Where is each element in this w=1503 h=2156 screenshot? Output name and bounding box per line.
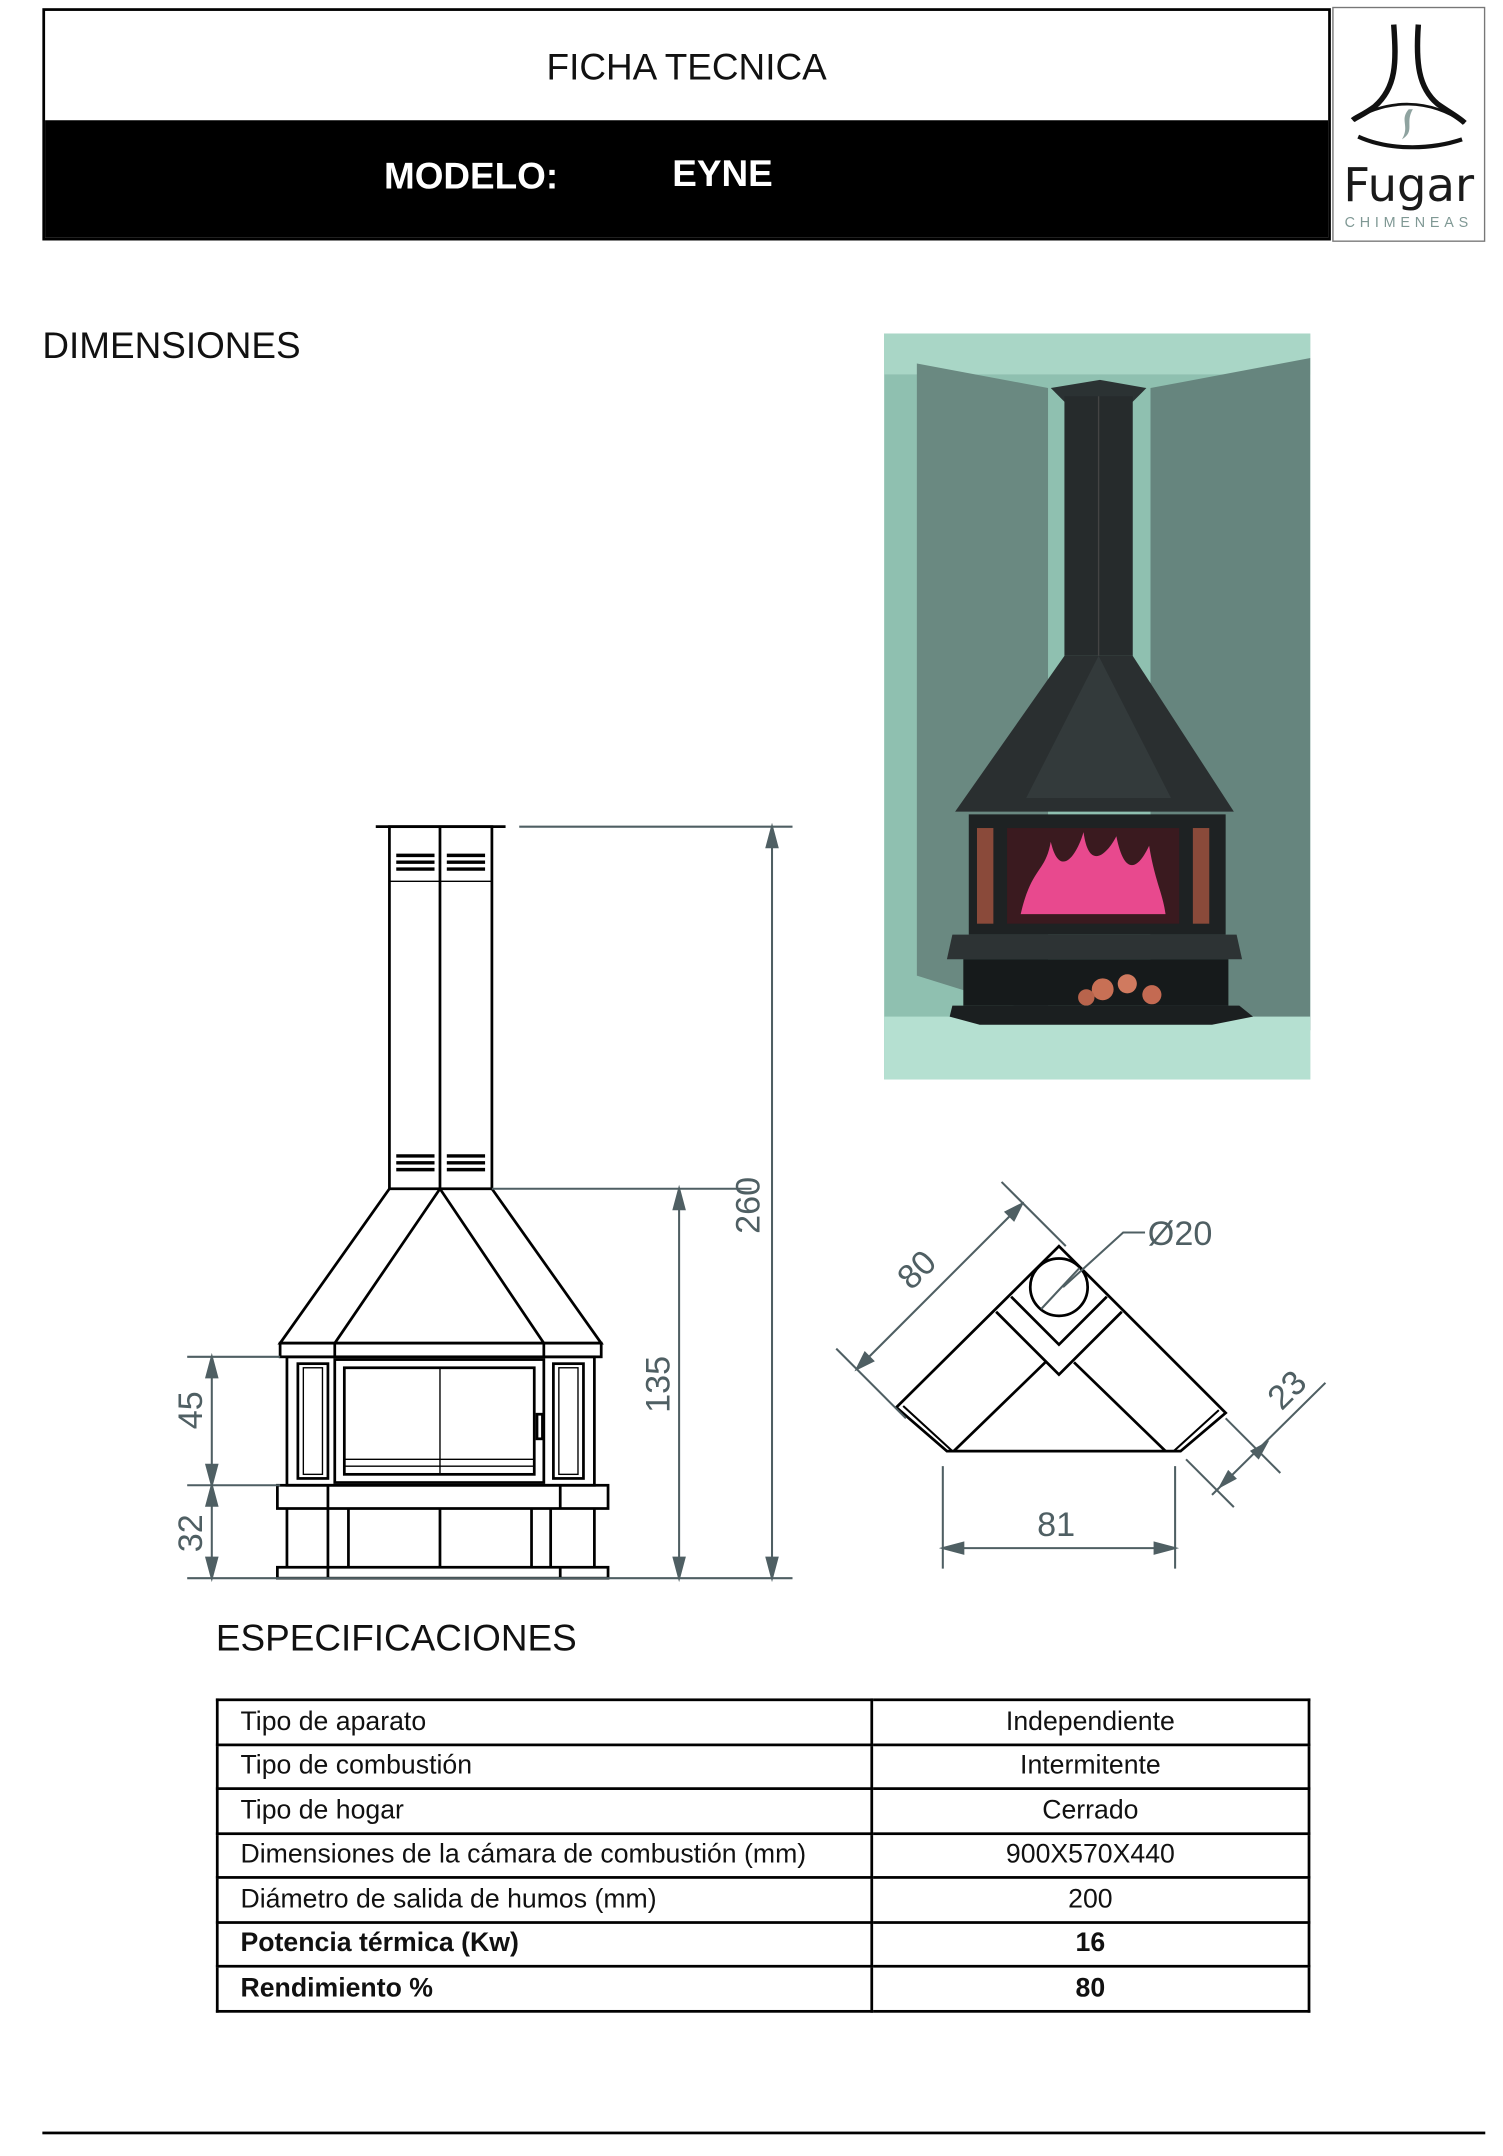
spec-value: 16 — [870, 1920, 1311, 1968]
brand-tagline: CHIMENEAS — [1344, 214, 1473, 231]
top-view-drawing — [894, 1244, 1228, 1453]
dim-door-height: 45 — [172, 1391, 210, 1429]
table-row: Potencia térmica (Kw)16 — [215, 1920, 1311, 1968]
spec-value: 80 — [870, 1964, 1311, 2013]
fugar-logo: Fugar CHIMENEAS — [1332, 6, 1486, 242]
spec-label: Diámetro de salida de humos (mm) — [215, 1876, 874, 1924]
spec-label: Potencia térmica (Kw) — [215, 1920, 874, 1968]
dim-base-height: 32 — [172, 1514, 210, 1552]
brand-name: Fugar — [1343, 158, 1475, 214]
spec-value: Cerrado — [870, 1787, 1311, 1835]
spec-label: Dimensiones de la cámara de combustión (… — [215, 1831, 874, 1879]
dim-width: 81 — [1037, 1506, 1075, 1544]
spec-label: Rendimiento % — [215, 1964, 874, 2013]
spec-label: Tipo de hogar — [215, 1787, 874, 1835]
dim-hood-height: 135 — [640, 1356, 678, 1413]
product-photo — [884, 333, 1311, 1080]
table-row: Rendimiento %80 — [215, 1964, 1311, 2013]
spec-label: Tipo de combustión — [215, 1742, 874, 1790]
dim-flue-diameter: Ø20 — [1148, 1215, 1213, 1253]
model-bar: MODELO: EYNE — [45, 120, 1329, 238]
model-value: EYNE — [672, 153, 773, 195]
spec-value: 200 — [870, 1876, 1311, 1924]
spec-value: Intermitente — [870, 1742, 1311, 1790]
spec-label: Tipo de aparato — [215, 1698, 874, 1746]
document-title: FICHA TECNICA — [546, 45, 827, 87]
front-dimension-lines — [187, 822, 793, 1583]
spec-value: Independiente — [870, 1698, 1311, 1746]
footer-divider — [42, 2131, 1486, 2135]
spec-value: 900X570X440 — [870, 1831, 1311, 1879]
header-box: FICHA TECNICA MODELO: EYNE — [42, 8, 1331, 241]
specs-heading: ESPECIFICACIONES — [215, 1617, 577, 1659]
dim-side: 23 — [1260, 1363, 1314, 1417]
dim-total-height: 260 — [730, 1177, 768, 1234]
top-dimension-lines — [835, 1181, 1327, 1569]
dimensions-heading: DIMENSIONES — [42, 325, 301, 367]
chimney-logo-icon — [1350, 24, 1467, 150]
front-elevation-drawing — [276, 825, 610, 1580]
table-row: Dimensiones de la cámara de combustión (… — [215, 1831, 1311, 1879]
table-row: Diámetro de salida de humos (mm)200 — [215, 1876, 1311, 1924]
model-label: MODELO: — [383, 155, 559, 197]
